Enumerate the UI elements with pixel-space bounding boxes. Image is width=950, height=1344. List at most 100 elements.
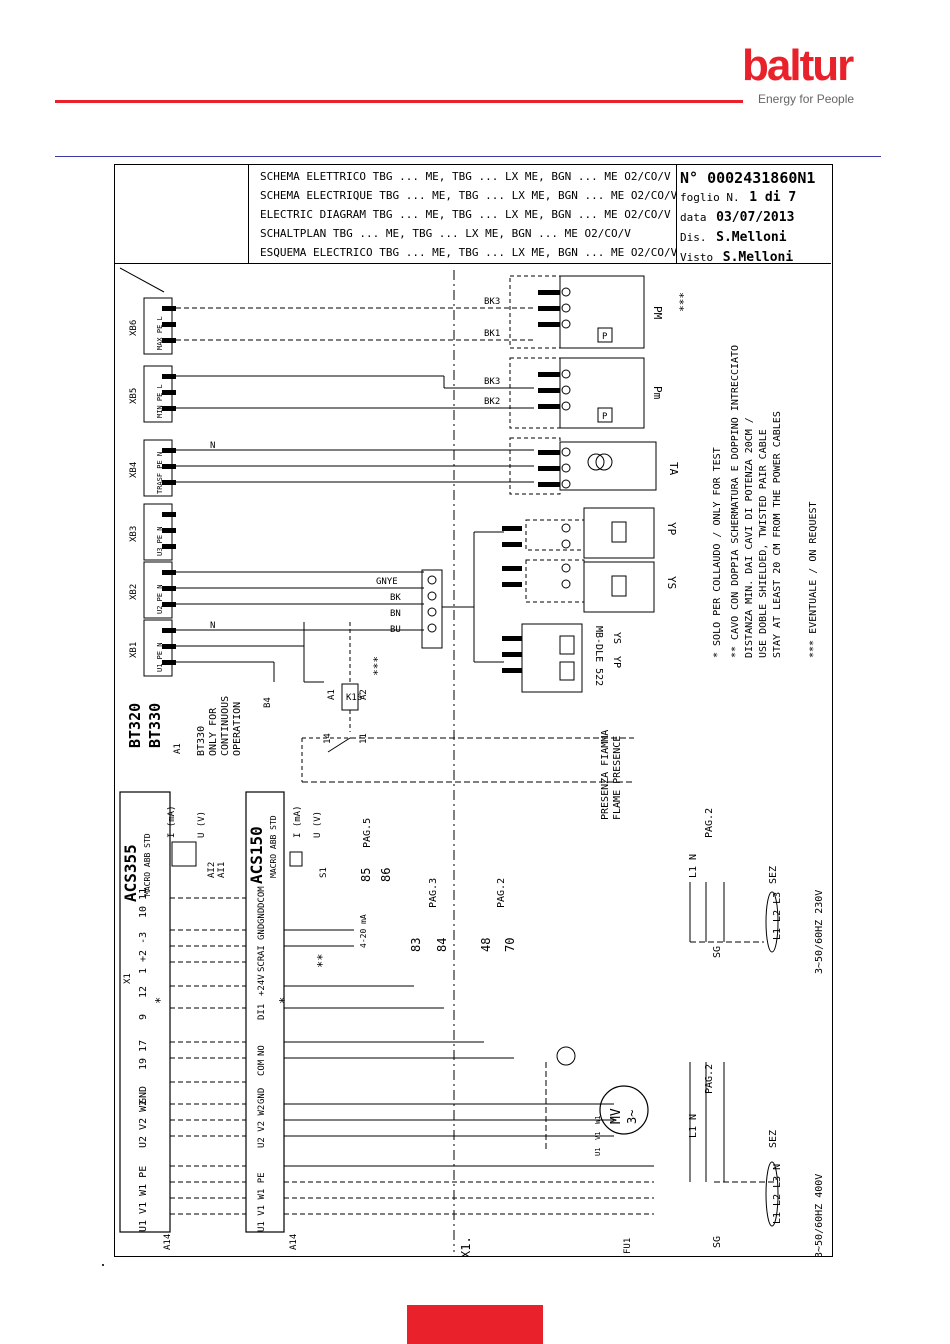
acs150-name: ACS150 <box>247 826 266 884</box>
supply-label: L1 L2 L3 <box>772 892 783 940</box>
page-ref: 84 <box>435 938 449 952</box>
document-number: N° 0002431860N1 <box>680 169 816 187</box>
component-label: A1 <box>327 689 337 700</box>
bt330-note-line: OPERATION <box>232 702 243 756</box>
terminal-group-label: MIN PE L <box>156 384 164 418</box>
fan-motor <box>545 1046 649 1152</box>
component-label: P <box>602 412 608 422</box>
star-mark: *** <box>367 656 380 676</box>
page-ref: 85 <box>359 868 373 882</box>
acs150-macro: MACRO ABB STD <box>269 815 278 878</box>
component-label: K16 <box>346 693 362 703</box>
acs150-bottom: A14 <box>289 1234 299 1250</box>
bt320-bt330-block <box>301 622 634 783</box>
terminal-label: XB2 <box>129 584 139 600</box>
title-it: SCHEMA ELETTRICO TBG ... ME, TBG ... LX … <box>260 170 671 183</box>
supply-label: L1 N <box>688 1114 699 1138</box>
acs150-terminal: DCOM <box>257 886 267 908</box>
motor-label: MV <box>609 1108 624 1124</box>
page-ref: PAG.5 <box>362 818 373 848</box>
component-label: 11 <box>359 733 369 744</box>
stray-mark <box>102 1264 104 1266</box>
title-de: SCHALTPLAN TBG ... ME, TBG ... LX ME, BG… <box>260 227 631 240</box>
control-wiring <box>170 897 654 1215</box>
date-label: data <box>680 211 707 224</box>
acs150-io-label: I (mA) <box>293 805 303 838</box>
acs355-inverter <box>119 791 197 1233</box>
checked-value: S.Melloni <box>722 250 794 265</box>
acs150-terminal: NO <box>257 1045 267 1056</box>
component-label: TA <box>667 462 680 476</box>
component-label: YS <box>665 576 678 589</box>
bt330-note-line: CONTINUOUS <box>220 696 231 756</box>
acs150-terminal: COM <box>257 1059 267 1076</box>
sheet-value: 1 di 7 <box>749 190 797 205</box>
acs150-terminal: SCR <box>257 955 267 972</box>
valve-connector <box>421 531 504 663</box>
terminal-label: XB4 <box>129 462 139 478</box>
acs355-terminal: 9 <box>138 1014 149 1020</box>
flame-presence-label: PRESENZA FIAMMA <box>600 730 611 820</box>
acs150-terminal: DI1 <box>257 1004 267 1020</box>
wiring-diagram: XB6 XB5 XB4 XB3 XB2 XB1 MAX PE L MIN PE … <box>119 267 825 1257</box>
terminal-group-label: MAX PE L <box>156 316 164 350</box>
wire-label: BN <box>390 609 401 619</box>
page-ref: 86 <box>379 868 393 882</box>
note-line: USE DOBLE SHIELDED, TWISTED PAIR CABLE <box>758 429 769 658</box>
acs355-terminal: 10 11 <box>138 888 149 918</box>
motor-terminal: V1 <box>594 1132 602 1140</box>
component-label: 14 <box>323 733 333 744</box>
supply-label: 3~50/60HZ 230V <box>814 890 825 974</box>
wire-label: BK1 <box>484 329 500 339</box>
component-label: YP <box>665 522 678 536</box>
acs150-terminal: U2 V2 W2 <box>257 1105 267 1148</box>
supply-label: SEZ <box>768 1130 779 1148</box>
acs150-inverter <box>245 791 303 1233</box>
supply-label: 3~50/60HZ 400V <box>814 1174 825 1257</box>
date-value: 03/07/2013 <box>716 210 795 225</box>
star-mark: * <box>153 997 167 1004</box>
field-wiring <box>176 307 534 682</box>
acs355-terminal: U1 V1 W1 PE <box>138 1166 149 1232</box>
title-es: ESQUEMA ELECTRICO TBG ... ME, TBG ... LX… <box>260 246 678 259</box>
terminal-label: XB6 <box>129 320 139 336</box>
star-mark: * <box>277 997 291 1004</box>
pressure-switch-pm <box>509 275 645 349</box>
wire-label: BU <box>390 625 401 635</box>
terminal-label: XB5 <box>129 388 139 404</box>
component-label: Pm <box>651 386 664 400</box>
sheet-label: foglio N. <box>680 191 740 204</box>
title-block-titles: SCHEMA ELETTRICO TBG ... ME, TBG ... LX … <box>248 165 677 263</box>
terminal-label: XB3 <box>129 526 139 542</box>
acs355-terminal: U2 V2 W2 <box>138 1100 149 1148</box>
note-line: STAY AT LEAST 20 CM FROM THE POWER CABLE… <box>772 411 783 658</box>
supply-label: L1 L2 L3 N <box>772 1164 783 1224</box>
checked-label: Visto <box>680 251 714 264</box>
component-label: P <box>602 332 608 342</box>
acs355-ai-label: AI2 <box>207 862 217 878</box>
acs150-terminal: AI <box>257 945 267 956</box>
pressure-switch-pm-min <box>509 357 645 429</box>
component-label: YP <box>611 656 622 668</box>
acs150-io-label: U (V) <box>313 811 323 838</box>
drawing-sheet: SCHEMA ELETTRICO TBG ... ME, TBG ... LX … <box>114 164 833 1257</box>
page-ref: PAG.3 <box>428 878 439 908</box>
fuse-label: FU1 <box>623 1238 633 1254</box>
component-label: A2 <box>359 689 369 700</box>
header-red-rule <box>55 100 743 103</box>
component-label: BT330 <box>146 703 164 748</box>
note-line: DISTANZA MIN. DAI CAVI DI POTENZA 20CM / <box>744 417 755 658</box>
corner-mark <box>119 267 165 293</box>
motor-label: 3~ <box>625 1110 639 1124</box>
title-block-info: N° 0002431860N1 foglio N. 1 di 7 data 03… <box>676 165 831 265</box>
brand-wordmark: baltur <box>742 41 854 90</box>
acs355-terminal: 19 17 <box>138 1040 149 1070</box>
acs355-terminal: 12 <box>138 986 149 998</box>
acs150-terminal: GND <box>257 924 267 940</box>
acs150-terminal: +24V <box>257 974 267 996</box>
wire-label: BK2 <box>484 397 500 407</box>
acs355-x1-label: X1 <box>123 973 133 984</box>
motor-terminal: W1 <box>594 1116 602 1124</box>
acs355-ai-label: AI1 <box>217 862 227 878</box>
wire-label: GNYE <box>376 577 398 587</box>
